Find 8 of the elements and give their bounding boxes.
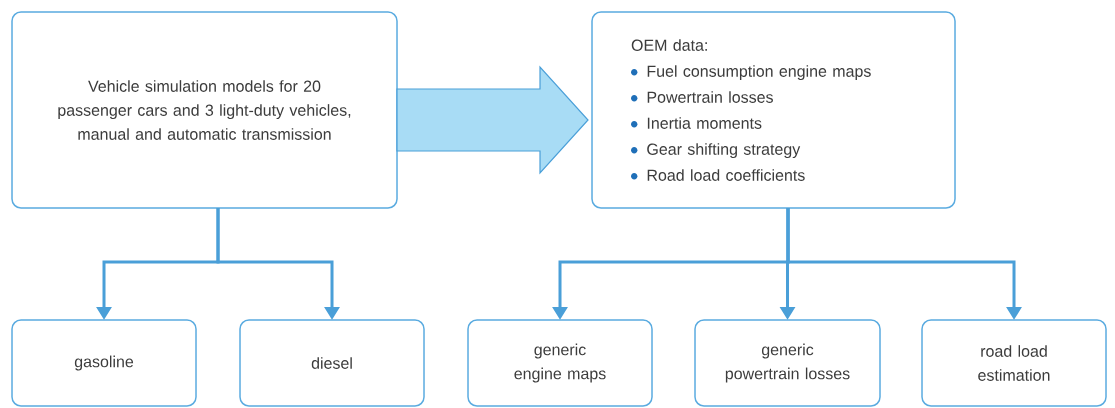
data-box: OEM data: Fuel consumption engine maps Powertrain losses Inertia moments Gear shifting strategy Road load coefficients (591, 11, 956, 209)
output-box: road load estimation (921, 319, 1107, 407)
output-box: gasoline (11, 319, 197, 407)
output-box: generic powertrain losses (694, 319, 881, 407)
process-box: Vehicle simulation models for 20 passenger cars and 3 light-duty vehicles, manual and automatic transmission (11, 11, 398, 209)
block-arrow (396, 65, 589, 175)
output-box: diesel (239, 319, 425, 407)
output-box: generic engine maps (467, 319, 653, 407)
